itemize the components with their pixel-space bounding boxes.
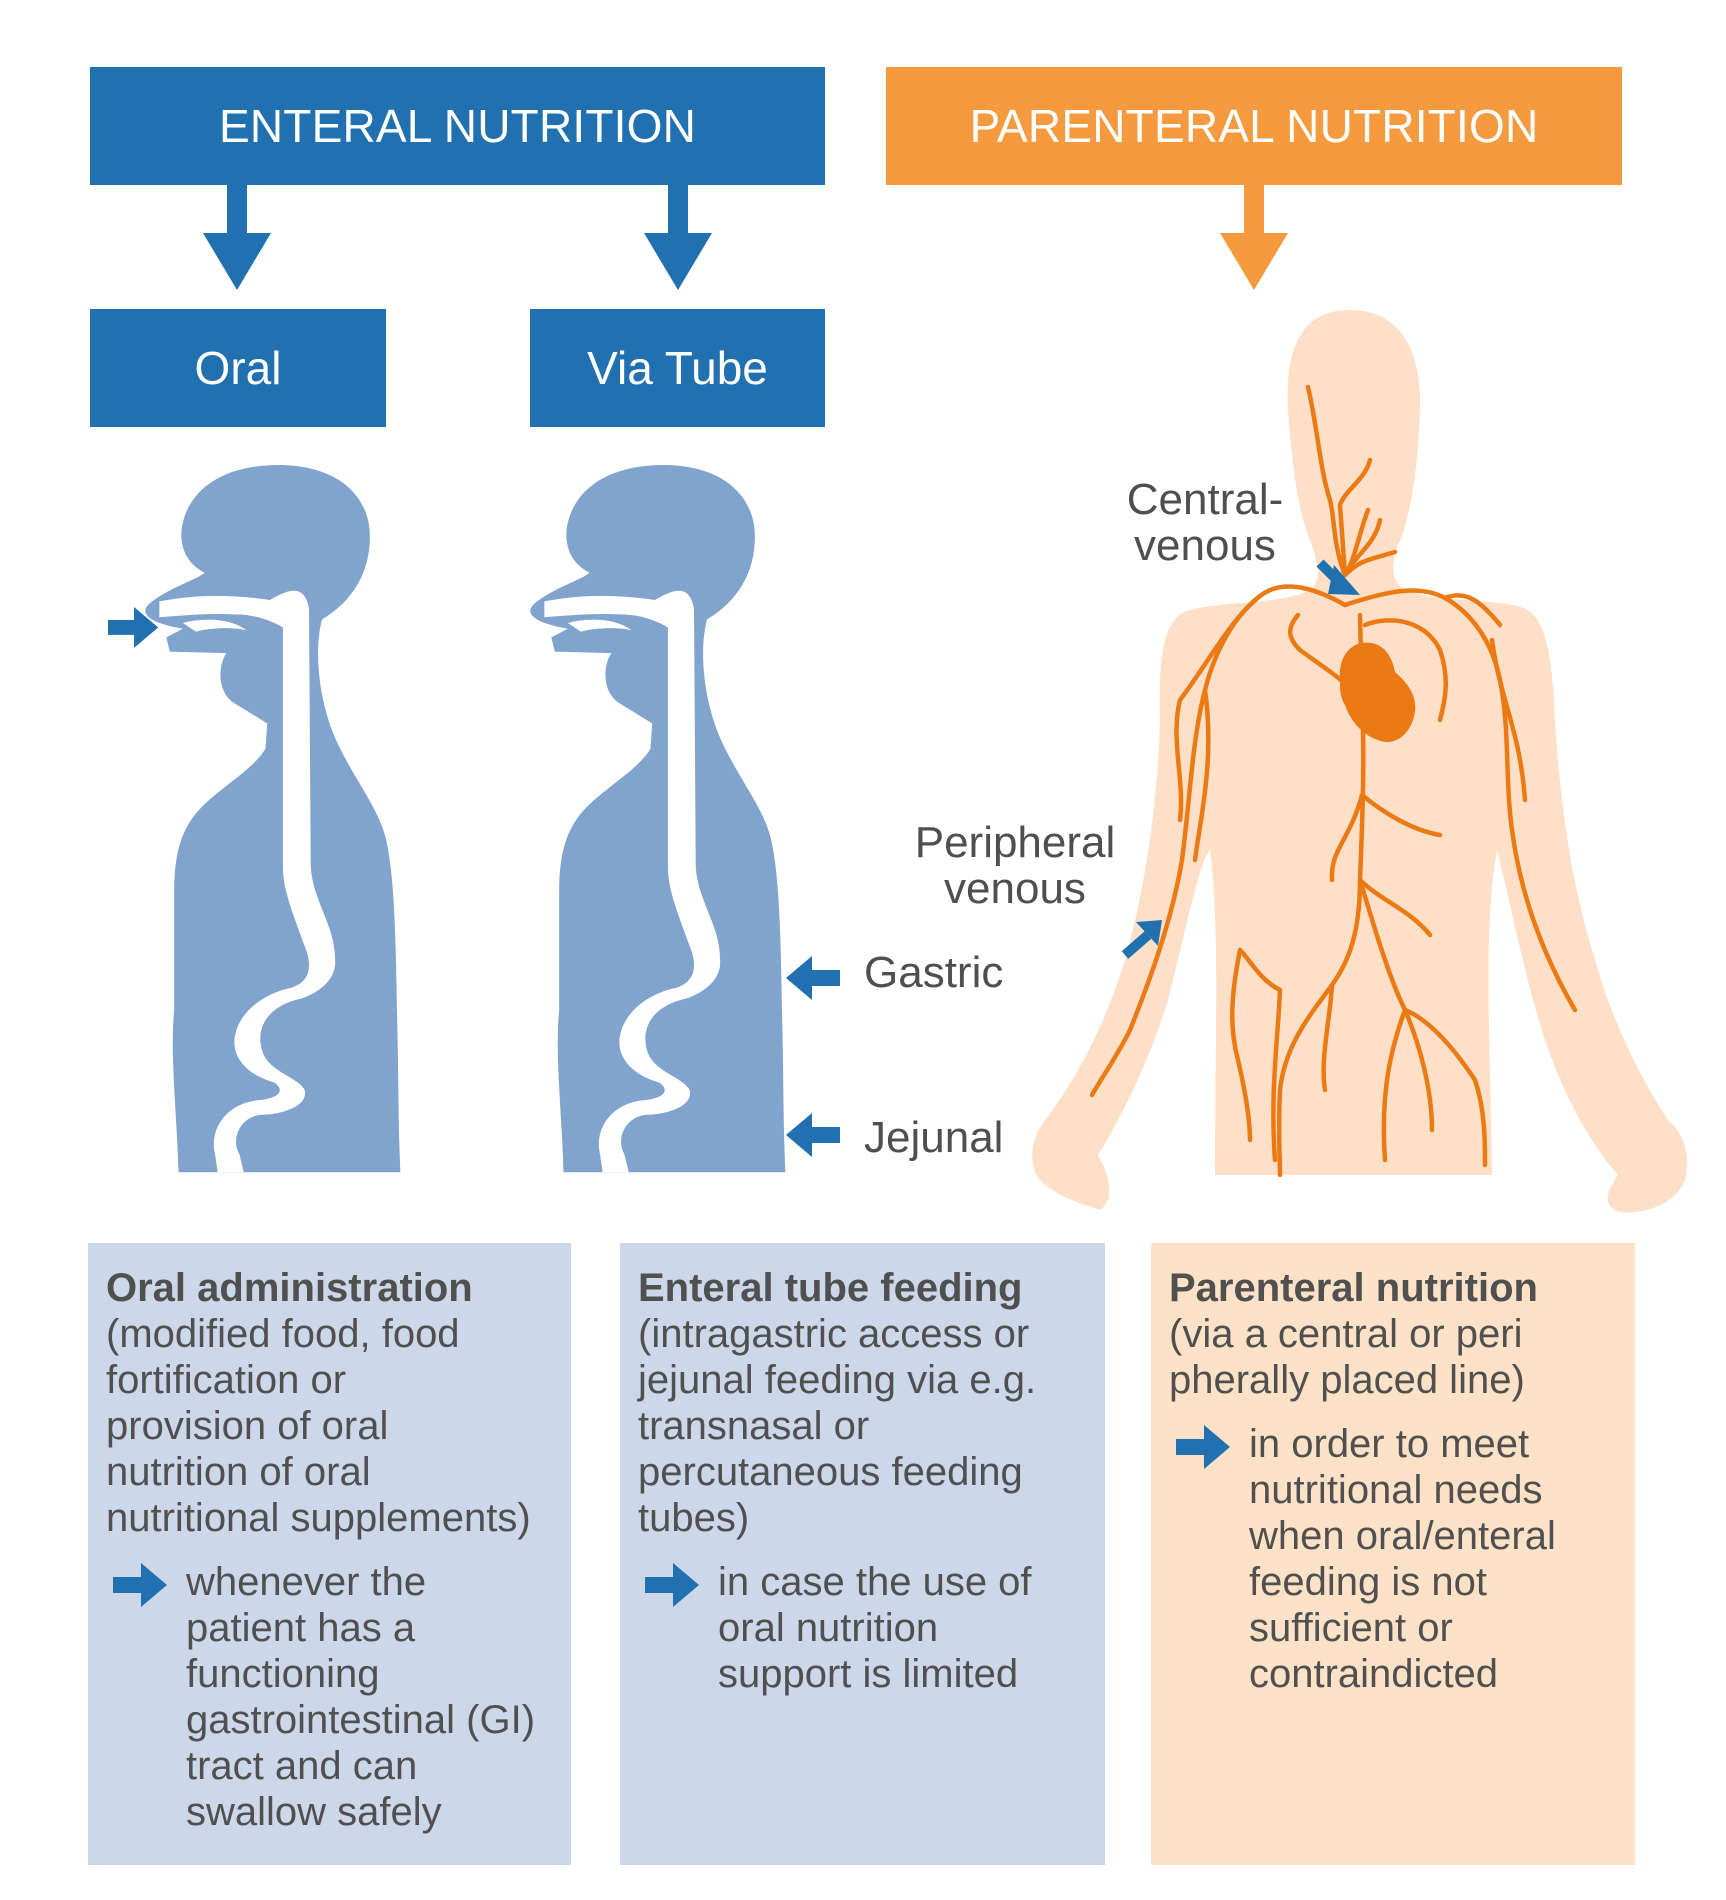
tube-panel-desc-2: jejunal feeding via e.g. <box>638 1358 1037 1402</box>
bullet-arrow-icon <box>1176 1425 1230 1469</box>
jejunal-label: Jejunal <box>864 1115 1003 1161</box>
parenteral-bullet-line-1: in order to meet <box>1249 1422 1530 1466</box>
parenteral-panel-desc-1: (via a central or peri <box>1169 1312 1523 1356</box>
parenteral-bullet-line-2: nutritional needs <box>1249 1468 1543 1512</box>
central-venous-label-line-2: venous <box>1134 521 1276 570</box>
tube-panel-desc-1: (intragastric access or <box>638 1312 1030 1356</box>
jejunal-arrow-icon <box>786 1113 840 1157</box>
vein-network <box>1089 384 1578 1178</box>
parenteral-panel-desc-2: pherally placed line) <box>1169 1358 1525 1402</box>
oral-down-arrow <box>203 185 271 290</box>
tube-route-label: Via Tube <box>587 342 768 394</box>
central-venous-label-line-1: Central- <box>1126 475 1284 524</box>
gastric-label-text: Gastric <box>864 948 1004 997</box>
central-venous-label: Central- venous <box>1110 477 1300 569</box>
oral-route-label: Oral <box>194 342 282 394</box>
parenteral-down-arrow <box>1220 185 1288 290</box>
central-venous-arrow-icon <box>1316 559 1360 595</box>
parenteral-bullet-line-3: when oral/enteral <box>1249 1514 1556 1558</box>
oral-panel-desc-1: (modified food, food <box>106 1312 460 1356</box>
peripheral-venous-label: Peripheral venous <box>900 820 1130 912</box>
parenteral-nutrition-panel: Parenteral nutrition (via a central or p… <box>1151 1243 1635 1865</box>
oral-administration-panel: Oral administration (modified food, food… <box>88 1243 571 1865</box>
parenteral-bullet-line-5: sufficient or <box>1249 1606 1453 1650</box>
nutrition-diagram-graphics <box>108 185 1688 1213</box>
bullet-arrow-icon <box>645 1563 699 1607</box>
peripheral-venous-arrow-icon <box>1121 920 1162 959</box>
oral-bullet-line-6: swallow safely <box>186 1790 442 1834</box>
tube-route-box: Via Tube <box>530 309 825 427</box>
tube-bullet-line-1: in case the use of <box>718 1560 1032 1604</box>
enteral-tube-feeding-panel: Enteral tube feeding (intragastric acces… <box>620 1243 1105 1865</box>
parenteral-nutrition-title: PARENTERAL NUTRITION <box>969 100 1539 152</box>
heart-icon <box>1339 642 1416 742</box>
oral-route-box: Oral <box>90 309 386 427</box>
tube-bullet-line-3: support is limited <box>718 1652 1019 1696</box>
tube-panel-desc-5: tubes) <box>638 1496 750 1540</box>
enteral-nutrition-title: ENTERAL NUTRITION <box>218 100 697 152</box>
oral-bullet-line-4: gastrointestinal (GI) <box>186 1698 536 1742</box>
parenteral-nutrition-header: PARENTERAL NUTRITION <box>886 67 1622 185</box>
oral-panel-title: Oral administration <box>106 1266 473 1310</box>
oral-bullet-line-5: tract and can <box>186 1744 418 1788</box>
parenteral-bullet-line-6: contraindicted <box>1249 1652 1499 1696</box>
tube-panel-title: Enteral tube feeding <box>638 1266 1023 1310</box>
tube-body-silhouette <box>530 465 786 1173</box>
tube-panel-desc-4: percutaneous feeding <box>638 1450 1023 1494</box>
jejunal-label-text: Jejunal <box>864 1113 1004 1162</box>
oral-body-silhouette <box>145 465 401 1173</box>
tube-down-arrow <box>644 185 712 290</box>
peripheral-venous-label-line-1: Peripheral <box>914 818 1116 867</box>
oral-panel-desc-4: nutrition of oral <box>106 1450 371 1494</box>
tube-bullet-line-2: oral nutrition <box>718 1606 939 1650</box>
parenteral-body-silhouette <box>1032 310 1688 1213</box>
oral-bullet-line-1: whenever the <box>186 1560 427 1604</box>
oral-panel-desc-2: fortification or <box>106 1358 347 1402</box>
parenteral-panel-bullet: in order to meet nutritional needs when … <box>1169 1421 1617 1697</box>
parenteral-bullet-line-4: feeding is not <box>1249 1560 1487 1604</box>
oral-panel-bullet: whenever the patient has a functioning g… <box>106 1559 553 1835</box>
tube-panel-desc-3: transnasal or <box>638 1404 870 1448</box>
oral-panel-desc-5: nutritional supplements) <box>106 1496 531 1540</box>
parenteral-panel-title: Parenteral nutrition <box>1169 1266 1538 1310</box>
peripheral-venous-label-line-2: venous <box>944 864 1086 913</box>
tube-panel-bullet: in case the use of oral nutrition suppor… <box>638 1559 1087 1697</box>
gastric-label: Gastric <box>864 950 1003 996</box>
oral-bullet-line-2: patient has a <box>186 1606 416 1650</box>
bullet-arrow-icon <box>113 1563 167 1607</box>
enteral-nutrition-header: ENTERAL NUTRITION <box>90 67 825 185</box>
gastric-arrow-icon <box>786 956 840 1000</box>
oral-bullet-line-3: functioning <box>186 1652 380 1696</box>
oral-panel-desc-3: provision of oral <box>106 1404 389 1448</box>
